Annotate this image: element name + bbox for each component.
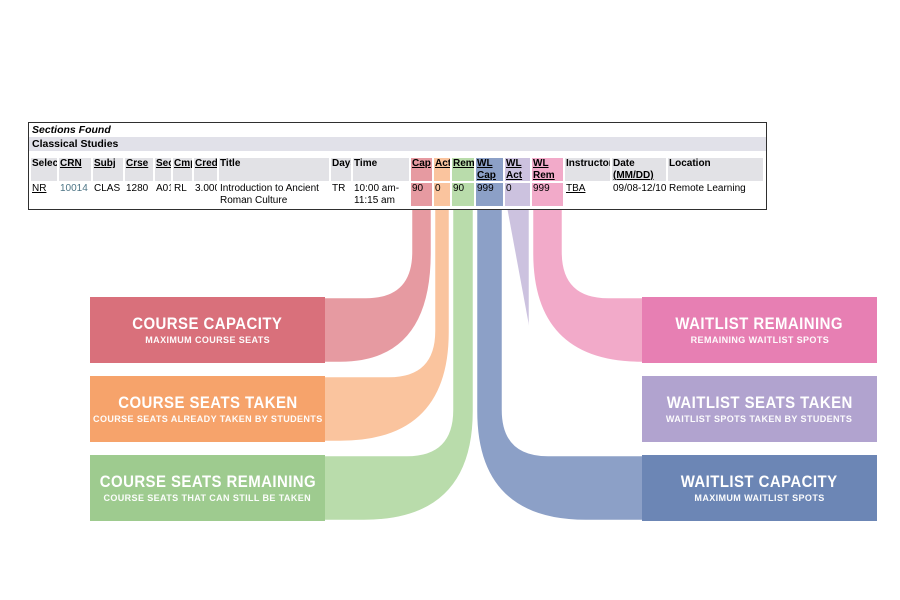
wl-rem-cell: 999 bbox=[532, 183, 563, 206]
ribbon-waitlist-seats-taken bbox=[505, 194, 532, 331]
col-header-location: Location bbox=[668, 158, 763, 181]
legend-title: COURSE SEATS REMAINING bbox=[99, 471, 316, 491]
legend-waitlist-seats-taken: WAITLIST SEATS TAKEN WAITLIST SPOTS TAKE… bbox=[642, 376, 877, 442]
legend-title: WAITLIST SEATS TAKEN bbox=[666, 392, 853, 412]
col-header-instructor: Instructor bbox=[565, 158, 610, 181]
legend-waitlist-remaining: WAITLIST REMAINING REMAINING WAITLIST SP… bbox=[642, 297, 877, 363]
sec-cell: A01 bbox=[155, 183, 171, 206]
col-header-cmp[interactable]: Cmp bbox=[173, 158, 192, 181]
date-cell: 09/08-12/10 bbox=[612, 183, 666, 206]
days-cell: TR bbox=[331, 183, 351, 206]
legend-waitlist-capacity: WAITLIST CAPACITY MAXIMUM WAITLIST SPOTS bbox=[642, 455, 877, 521]
cmp-cell: RL bbox=[173, 183, 192, 206]
wl-act-cell: 0 bbox=[505, 183, 530, 206]
legend-title: WAITLIST REMAINING bbox=[675, 313, 844, 333]
ribbon-course-seats-taken bbox=[298, 194, 452, 444]
ribbon-course-capacity bbox=[298, 194, 434, 365]
legend-course-seats-taken: COURSE SEATS TAKEN COURSE SEATS ALREADY … bbox=[90, 376, 325, 442]
select-cell[interactable]: NR bbox=[31, 183, 57, 206]
legend-course-capacity: COURSE CAPACITY MAXIMUM COURSE SEATS bbox=[90, 297, 325, 363]
legend-title: COURSE SEATS TAKEN bbox=[117, 392, 298, 412]
course-row: NR 10014 CLAS 1280 A01 RL 3.000 Introduc… bbox=[31, 183, 763, 206]
course-sections-grid: Select CRN Subj Crse Sec Cmp Cred Title … bbox=[29, 156, 765, 208]
col-header-select: Select bbox=[31, 158, 57, 181]
crn-cell[interactable]: 10014 bbox=[59, 183, 91, 206]
instructor-cell[interactable]: TBA bbox=[565, 183, 610, 206]
col-header-days: Days bbox=[331, 158, 351, 181]
legend-subtitle: MAXIMUM COURSE SEATS bbox=[145, 334, 270, 346]
subject-band: Classical Studies bbox=[29, 137, 766, 151]
time-cell: 10:00 am-11:15 am bbox=[353, 183, 409, 206]
col-header-sec[interactable]: Sec bbox=[155, 158, 171, 181]
legend-course-seats-remaining: COURSE SEATS REMAINING COURSE SEATS THAT… bbox=[90, 455, 325, 521]
legend-subtitle: REMAINING WAITLIST SPOTS bbox=[690, 334, 829, 346]
sections-found-table: Sections Found Classical Studies Select … bbox=[28, 122, 767, 210]
legend-title: COURSE CAPACITY bbox=[132, 313, 283, 333]
legend-subtitle: COURSE SEATS ALREADY TAKEN BY STUDENTS bbox=[92, 413, 323, 425]
title-cell: Introduction to Ancient Roman Culture bbox=[219, 183, 329, 206]
cap-cell: 90 bbox=[411, 183, 432, 206]
col-header-act[interactable]: Act bbox=[434, 158, 450, 181]
col-header-crn[interactable]: CRN bbox=[59, 158, 91, 181]
legend-subtitle: COURSE SEATS THAT CAN STILL BE TAKEN bbox=[103, 492, 312, 504]
col-header-time: Time bbox=[353, 158, 409, 181]
header-row: Select CRN Subj Crse Sec Cmp Cred Title … bbox=[31, 158, 763, 181]
legend-subtitle: WAITLIST SPOTS TAKEN BY STUDENTS bbox=[666, 413, 853, 425]
rem-cell: 90 bbox=[452, 183, 474, 206]
col-header-rem[interactable]: Rem bbox=[452, 158, 474, 181]
act-cell: 0 bbox=[434, 183, 450, 206]
col-header-cap[interactable]: Cap bbox=[411, 158, 432, 181]
subj-cell: CLAS bbox=[93, 183, 123, 206]
wl-cap-cell: 999 bbox=[476, 183, 503, 206]
crse-cell: 1280 bbox=[125, 183, 153, 206]
location-cell: Remote Learning bbox=[668, 183, 763, 206]
sections-found-title: Sections Found bbox=[32, 124, 111, 136]
legend-subtitle: MAXIMUM WAITLIST SPOTS bbox=[694, 492, 825, 504]
col-header-title: Title bbox=[219, 158, 329, 181]
cred-cell: 3.000 bbox=[194, 183, 217, 206]
legend-title: WAITLIST CAPACITY bbox=[681, 471, 838, 491]
col-header-subj[interactable]: Subj bbox=[93, 158, 123, 181]
col-header-cred[interactable]: Cred bbox=[194, 158, 217, 181]
col-header-crse[interactable]: Crse bbox=[125, 158, 153, 181]
col-header-date[interactable]: Date(MM/DD) bbox=[612, 158, 666, 181]
